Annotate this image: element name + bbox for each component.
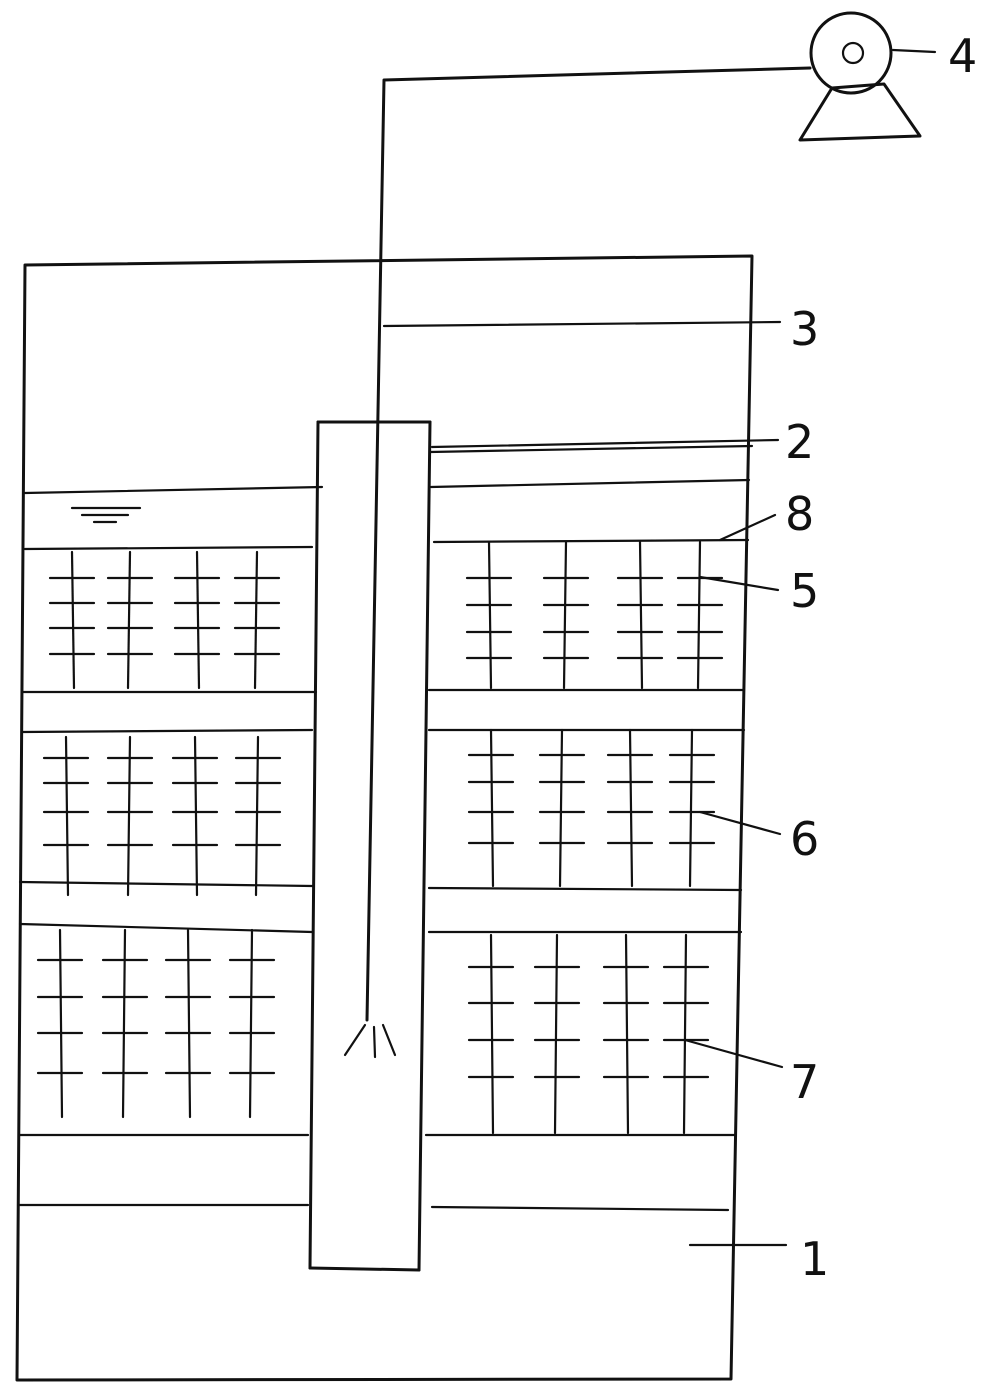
filler-rod — [606, 728, 654, 888]
filler-rod — [171, 735, 219, 897]
filler-rod — [228, 928, 276, 1119]
label-5: 5 — [790, 564, 819, 618]
air-pipe — [343, 66, 812, 1059]
filler-rod — [233, 550, 281, 690]
filler-groups — [36, 540, 724, 1135]
filler-rod — [234, 735, 282, 897]
filler-rod — [538, 728, 586, 888]
label-4: 4 — [948, 29, 977, 83]
filler-rod — [164, 928, 212, 1119]
label-6: 6 — [790, 812, 819, 866]
central-tube — [308, 420, 432, 1272]
filler-rod — [48, 550, 96, 690]
filler-rod — [616, 540, 664, 690]
leader-lines — [382, 48, 937, 1247]
label-8: 8 — [785, 487, 814, 541]
filler-rod — [602, 933, 650, 1135]
label-7: 7 — [790, 1055, 819, 1109]
label-1: 1 — [800, 1232, 829, 1286]
filler-rod — [467, 933, 515, 1135]
filler-rod — [173, 550, 221, 690]
filler-rod — [467, 728, 515, 888]
blower-icon — [798, 11, 922, 142]
filler-rod — [542, 540, 590, 690]
filler-rod — [533, 933, 581, 1135]
water-level — [23, 444, 754, 524]
filler-rod — [36, 928, 84, 1119]
filler-rod — [676, 540, 724, 690]
filler-rod — [101, 928, 149, 1119]
label-2: 2 — [785, 415, 814, 469]
filler-rod — [106, 735, 154, 897]
filler-rod — [662, 933, 710, 1135]
label-3: 3 — [790, 302, 819, 356]
filler-rod — [465, 540, 513, 690]
filler-rod — [106, 550, 154, 690]
tank-outline — [15, 254, 754, 1382]
filler-rod — [42, 735, 90, 897]
filler-rod — [668, 728, 716, 888]
